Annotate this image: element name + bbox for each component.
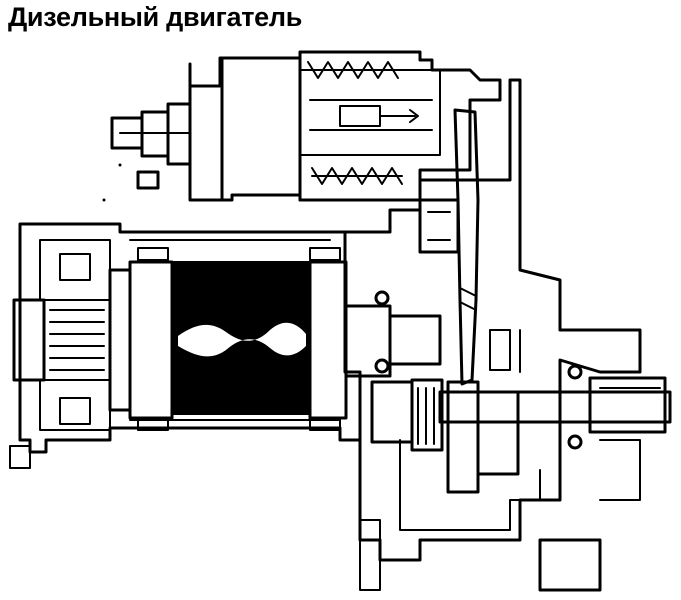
terminal-bolt <box>110 102 192 190</box>
drive-shaft <box>344 304 672 494</box>
bearings <box>374 290 583 450</box>
solenoid-switch <box>188 50 502 202</box>
commutator-brush-assembly <box>12 253 111 425</box>
scan-specks <box>102 163 122 202</box>
shift-lever <box>418 108 480 386</box>
drive-end-housing <box>343 78 642 592</box>
armature-core <box>171 261 311 415</box>
motor-housing <box>9 222 362 469</box>
diagram-title: Дизельный двигатель <box>8 2 303 32</box>
